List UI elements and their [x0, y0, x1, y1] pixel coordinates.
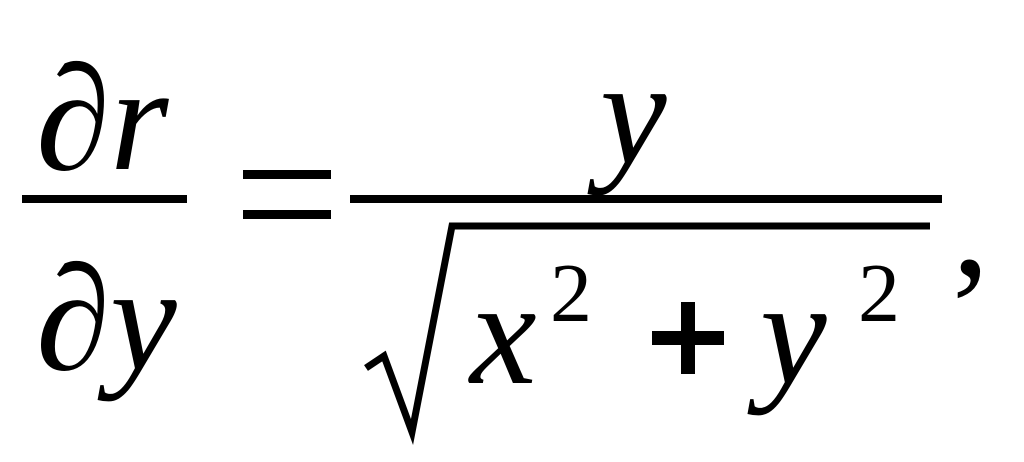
rhs-fraction-bar [350, 195, 942, 203]
trailing-comma: , [952, 142, 990, 308]
radicand-x: x [470, 250, 537, 416]
lhs-numerator: ∂r [36, 36, 169, 202]
rhs-numerator: y [600, 30, 667, 196]
lhs-denominator: ∂y [36, 236, 177, 402]
radicand-x-exponent: 2 [550, 247, 592, 340]
equals-sign-bottom-bar [243, 210, 331, 219]
equals-sign-top-bar [243, 170, 331, 179]
lhs-fraction-bar [22, 195, 187, 203]
radicand-y: y [760, 250, 827, 416]
plus-sign-vertical [681, 302, 695, 374]
radicand-y-exponent: 2 [858, 247, 900, 340]
